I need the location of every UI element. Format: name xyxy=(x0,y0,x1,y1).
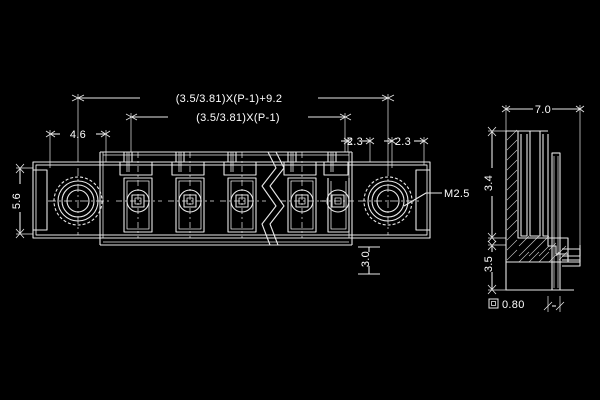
section-view-geometry xyxy=(505,130,581,291)
dim-hole-offset xyxy=(45,130,111,168)
dim-right-offset-2 xyxy=(384,137,429,168)
dim-label-bottom-center: 3.0 xyxy=(360,251,372,267)
terminal-pole-3 xyxy=(220,151,266,238)
dim-pitch-span xyxy=(125,113,352,152)
dim-label-section-height-upper: 3.4 xyxy=(483,175,495,191)
break-line xyxy=(261,151,285,246)
dim-label-pitch-span: (3.5/3.81)X(P-1) xyxy=(196,112,280,124)
dim-label-overall-pitch: (3.5/3.81)X(P-1)+9.2 xyxy=(176,93,283,105)
terminal-pole-4 xyxy=(280,151,326,238)
dim-label-hole-offset: 4.6 xyxy=(70,129,86,141)
dim-overall-pitch xyxy=(71,94,395,168)
dim-label-section-height-lower: 3.5 xyxy=(483,256,495,272)
dim-label-right-offset-2: 2.3 xyxy=(395,136,411,148)
dim-label-height-left: 5.6 xyxy=(11,193,23,209)
section-dims xyxy=(487,105,585,312)
left-mounting-hole xyxy=(48,168,110,235)
terminal-pole-1 xyxy=(116,151,162,238)
dim-label-flatness: 0.80 xyxy=(502,299,525,311)
flatness-symbol-icon xyxy=(488,298,499,309)
right-mounting-hole xyxy=(358,168,420,235)
terminal-pole-2 xyxy=(168,151,214,238)
terminal-pole-5 xyxy=(320,151,356,233)
dim-label-right-offset-1: 2.3 xyxy=(347,136,363,148)
dim-bottom-center xyxy=(358,246,380,275)
dim-height-left xyxy=(15,163,33,239)
dim-right-offset-1 xyxy=(341,137,375,162)
thread-leader xyxy=(403,192,442,207)
dim-label-section-width: 7.0 xyxy=(535,104,551,116)
front-view-body xyxy=(32,151,431,246)
thread-callout-label: M2.5 xyxy=(444,188,470,200)
section-hatching xyxy=(506,129,568,263)
